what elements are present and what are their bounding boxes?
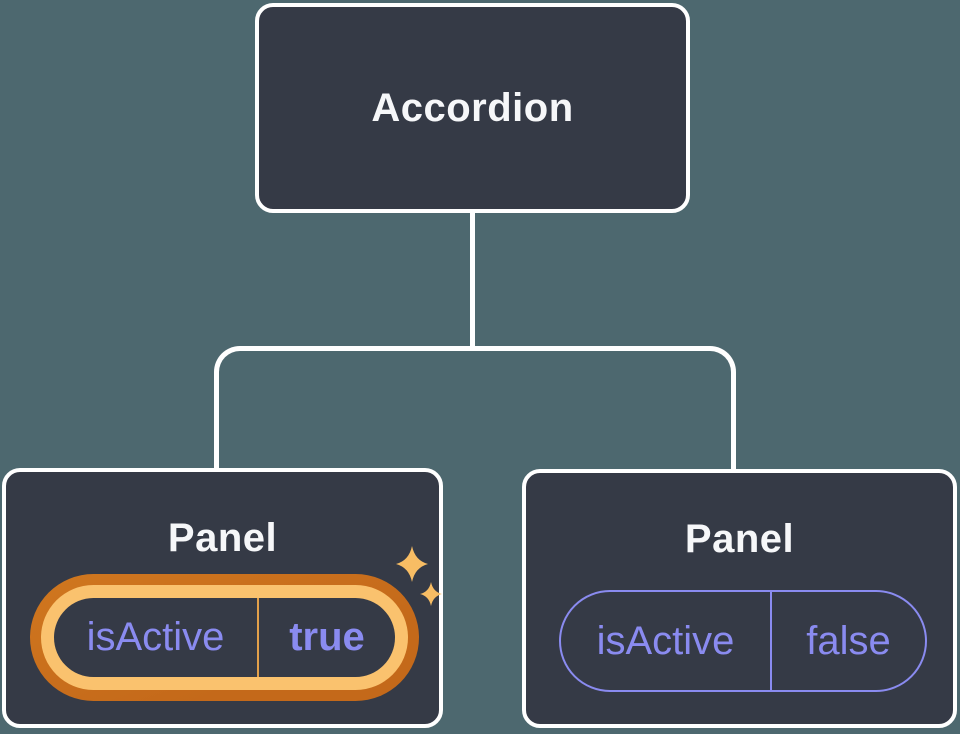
accordion-node: Accordion <box>255 3 690 213</box>
panel-node-inactive: Panel isActive false <box>522 469 957 728</box>
state-value-label: true <box>289 615 365 659</box>
state-name-label: isActive <box>596 618 735 663</box>
panel-node-active: Panel isActive true <box>2 468 443 728</box>
panel-node-label: Panel <box>167 516 278 560</box>
connector-bracket <box>214 346 736 469</box>
accordion-node-label: Accordion <box>371 85 574 130</box>
state-pill-inactive: isActive false <box>559 590 927 692</box>
sparkle-icon <box>396 546 442 606</box>
state-pill-active: isActive true <box>54 598 395 677</box>
state-pill-active-inner-ring: isActive true <box>41 585 408 690</box>
state-pill-divider <box>770 592 772 690</box>
state-pill-divider <box>257 598 259 677</box>
connector-stem <box>470 213 475 351</box>
state-pill-active-highlight-ring: isActive true <box>30 574 419 701</box>
panel-node-label: Panel <box>684 517 795 561</box>
state-value-label: false <box>806 618 891 663</box>
state-name-label: isActive <box>86 615 225 659</box>
